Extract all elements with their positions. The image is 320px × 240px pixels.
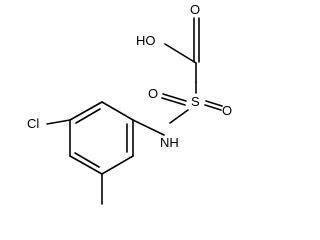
chemical-structure-diagram: HO O S O O NH Cl [27,2,232,205]
bond-ring-to-cl [46,119,71,125]
label-chlorine: Cl [27,116,39,131]
label-carbonyl-oxygen: O [190,2,200,17]
bond-s-to-o-right-b [204,104,222,111]
ring-bond-5 [69,101,103,121]
label-sulfonyl-oxygen-left: O [148,86,158,101]
bond-s-to-o-left-b [161,97,186,106]
ring-bond-2 [101,155,134,175]
bond-s-to-o-right-a [205,100,223,107]
bond-s-to-o-left-a [162,93,187,102]
label-sulfur: S [191,94,200,109]
bond-carbonyl-c-to-oh [164,43,197,64]
ring-bond-6 [101,101,134,121]
bond-s-to-nh [169,109,189,124]
bond-nh-to-ring [132,119,165,136]
label-sulfonyl-oxygen-right: O [222,103,232,118]
ring-double-inner-3 [75,108,101,124]
ring-double-inner-2 [74,152,100,168]
label-amine: NH [160,135,179,150]
ring-bond-3 [69,155,103,175]
label-hydroxyl: HO [136,33,156,48]
